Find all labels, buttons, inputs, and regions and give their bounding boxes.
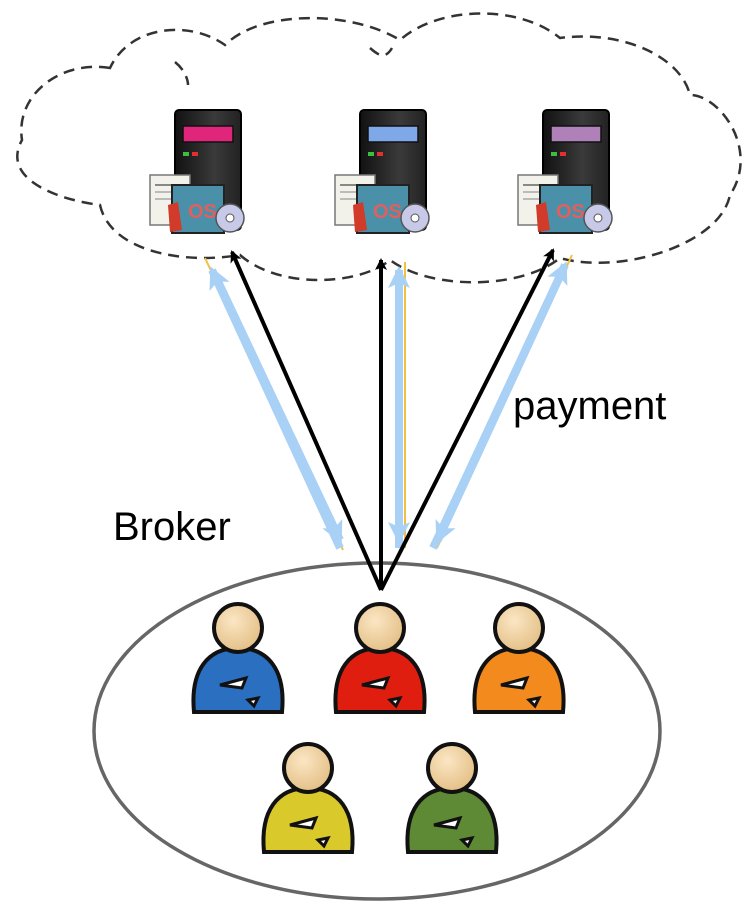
user-icon — [405, 742, 499, 854]
payment-arrow-right-down — [434, 270, 566, 544]
servers: OS OS — [149, 109, 613, 234]
server-screen — [182, 125, 234, 143]
payment-arrow-left-down — [211, 273, 344, 544]
server-icon: OS — [149, 109, 245, 234]
request-arrows — [230, 248, 555, 591]
cloud-inner-fold — [369, 47, 394, 57]
svg-text:OS: OS — [188, 201, 217, 223]
server-screen — [367, 125, 419, 143]
user-icon — [261, 742, 355, 854]
payment-label: payment — [513, 384, 667, 428]
server-icon: OS — [517, 109, 613, 234]
svg-text:OS: OS — [373, 201, 402, 223]
users — [191, 602, 566, 854]
svg-text:OS: OS — [556, 201, 585, 223]
request-arrow-left — [230, 250, 383, 591]
user-icon — [472, 602, 566, 714]
cloud-inner-fold — [174, 61, 190, 86]
user-icon — [333, 602, 427, 714]
payment-arrows — [204, 254, 573, 551]
server-screen — [550, 125, 602, 143]
user-group-ellipse — [92, 561, 662, 901]
user-icon — [191, 602, 285, 714]
request-arrow-right — [379, 248, 555, 591]
broker-label: Broker — [113, 505, 231, 549]
server-icon: OS — [334, 109, 430, 234]
cloud-outline — [16, 12, 742, 284]
